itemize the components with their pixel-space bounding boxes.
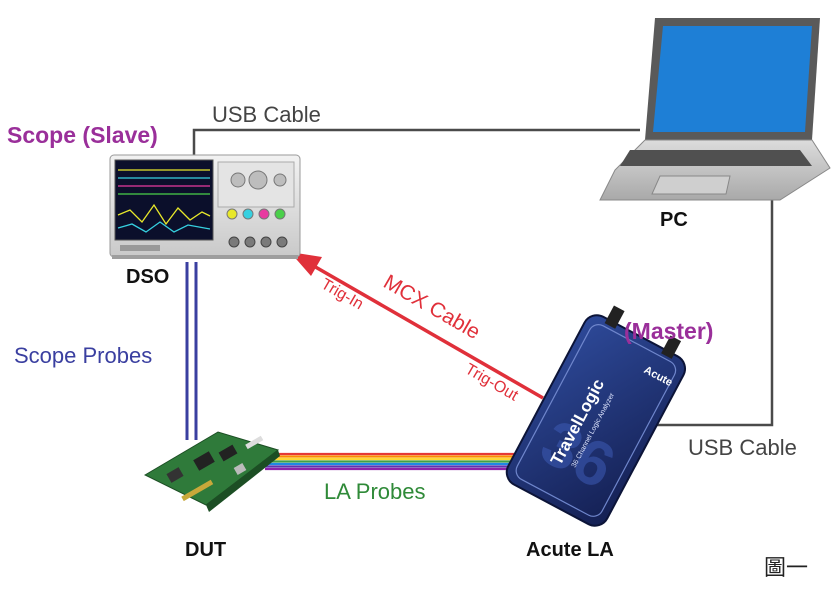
usb-cable-right-label: USB Cable <box>688 435 797 460</box>
dso-bnc-connectors <box>228 236 288 248</box>
dut-label: DUT <box>185 539 227 561</box>
usb-cable-lines <box>192 128 774 427</box>
mcx-cable-arrow <box>290 252 544 400</box>
master-label: (Master) <box>624 318 714 344</box>
acute-la-device: 36 Acute TravelLogic 36 Channel Logic An… <box>505 305 686 527</box>
usb-cable-dso-pc <box>192 128 640 158</box>
usb-cable-pc-la <box>640 195 774 427</box>
la-probes-label: LA Probes <box>324 479 426 504</box>
pc-laptop <box>599 18 831 201</box>
dso-label: DSO <box>126 266 170 288</box>
acute-la-label: Acute LA <box>526 539 614 561</box>
usb-cable-top-label: USB Cable <box>212 102 321 127</box>
scope-slave-label: Scope (Slave) <box>7 122 158 148</box>
pc-label: PC <box>660 209 688 231</box>
dso-oscilloscope <box>109 154 301 259</box>
dso-channel-knobs <box>226 208 286 220</box>
figure-mark: 圖一 <box>764 556 809 581</box>
scope-probes-label: Scope Probes <box>14 343 153 368</box>
dut-board <box>143 431 280 512</box>
scope-probe-lines <box>185 262 198 440</box>
la-probe-lines <box>265 452 525 471</box>
